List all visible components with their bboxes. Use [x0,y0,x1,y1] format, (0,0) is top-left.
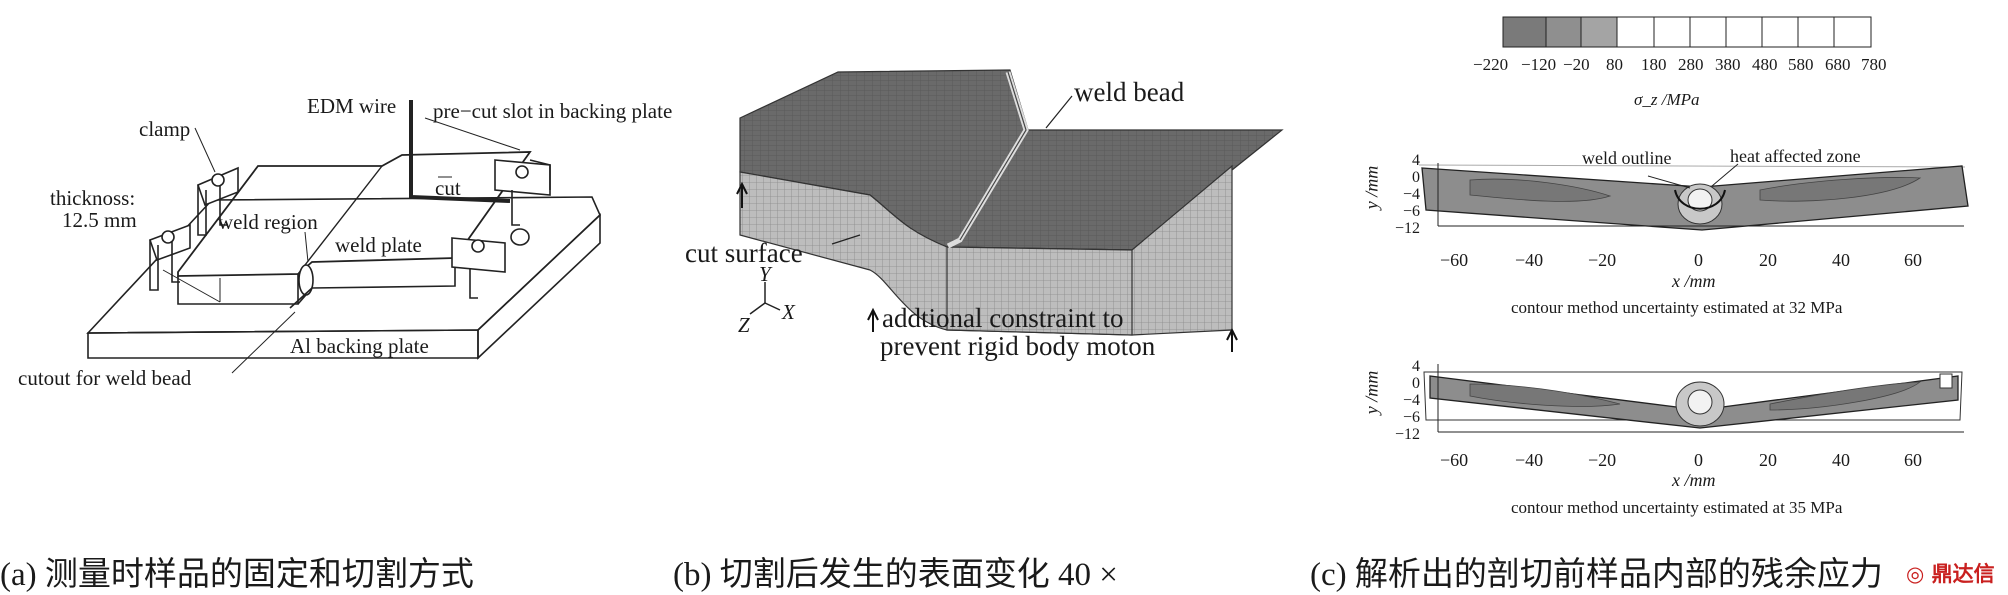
plot1-note: contour method uncertainty estimated at … [1511,298,1843,317]
colorbar-tick: 280 [1678,55,1704,74]
colorbar-tick: 180 [1641,55,1667,74]
plot2-xlabel: x /mm [1672,470,1716,490]
plot2-ytick: −6 [1402,409,1420,426]
thickness-label-line1: thicknoss: [50,186,136,210]
weld-bead-line [297,165,383,275]
constraint-arrow-left [736,181,748,208]
cut-surface-label: cut surface [685,238,803,268]
plot1-ytick: 0 [1412,169,1420,186]
clamp-left-bottom [148,223,191,291]
plot1-ylabel: y /mm [1361,165,1382,210]
panel-a-sketch [86,100,601,374]
weld-plate-label: weld plate [335,233,422,257]
weld-plate [177,151,532,277]
constraint-arrow-mid [867,307,879,332]
caption-a: (a) 测量时样品的固定和切割方式 [0,557,474,593]
panel-b-mesh [736,69,1284,352]
plot1-xtick: −40 [1515,250,1544,270]
colorbar-tick: −220 [1473,55,1509,74]
plot1-xtick: −60 [1440,250,1469,270]
plot2-note: contour method uncertainty estimated at … [1511,498,1843,517]
colorbar-tick: −120 [1521,55,1557,74]
caption-c: (c) 解析出的剖切前样品内部的残余应力 [1310,557,1883,593]
colorbar-label: σ_z /MPa [1634,90,1700,109]
plot2-xtick: −40 [1515,450,1544,470]
colorbar-tick: 580 [1788,55,1814,74]
plot1-xtick: 60 [1904,250,1922,270]
plot2-xtick: −60 [1440,450,1469,470]
pre-cut-slot-label: pre−cut slot in backing plate [433,99,673,123]
clamp-right-bottom [451,228,530,299]
weld-outline-label: weld outline [1582,148,1672,168]
colorbar-tick: 780 [1861,55,1887,74]
axis-y-label: Y [759,262,771,286]
weld-bead-label: weld bead [1074,77,1185,107]
cut-label: cut [435,176,461,200]
panel-c-colorbar [1502,16,1872,48]
plot2-xtick: 60 [1904,450,1922,470]
plot2-ytick: 4 [1412,358,1420,375]
plot1-xtick: 0 [1694,250,1703,270]
haz-label: heat affected zone [1730,146,1861,166]
plot2-ytick: −4 [1402,392,1420,409]
colorbar-tick: −20 [1563,55,1590,74]
plot2-ytick: 0 [1412,375,1420,392]
plot1-xtick: 20 [1759,250,1777,270]
plot1-ytick: −12 [1394,220,1420,237]
caption-b: (b) 切割后发生的表面变化 40 × [673,557,1118,593]
colorbar-tick: 680 [1825,55,1851,74]
plot1-ytick: −6 [1402,203,1420,220]
cutout-label: cutout for weld bead [18,366,192,390]
axis-z-label: Z [738,313,750,337]
plot1-xtick: 40 [1832,250,1850,270]
contour-plot-2 [1423,364,1964,433]
backing-plate-top [86,196,601,334]
plot2-xtick: 20 [1759,450,1777,470]
clamp-left-top [196,166,239,236]
constraint-arrow-right [1226,327,1238,352]
coord-axis-z [749,302,766,315]
watermark-logo: ◎ 鼎达信 [1906,562,1995,586]
colorbar-tick: 380 [1715,55,1741,74]
edm-wire [409,100,511,203]
stress-field-2 [1423,371,1963,421]
plot2-ytick: −12 [1394,426,1420,443]
plot2-xtick: −20 [1588,450,1617,470]
plot2-xtick: 0 [1694,450,1703,470]
constraint-label-line1: addtional constraint to [882,303,1124,333]
plot1-ytick: −4 [1402,186,1420,203]
constraint-label-line2: prevent rigid body moton [880,331,1156,361]
clamp-label: clamp [139,117,191,141]
backing-plate-label: Al backing plate [290,334,429,358]
plot1-xlabel: x /mm [1672,271,1716,291]
colorbar-tick: 80 [1606,55,1623,74]
axis-x-label: X [782,300,795,324]
backing-plate-side [477,213,601,360]
coord-axis-x [764,302,781,311]
clamp-right-top [494,159,551,226]
thickness-label-line2: 12.5 mm [62,208,137,232]
edm-wire-label: EDM wire [307,94,397,118]
plot2-ylabel: y /mm [1361,370,1382,415]
weld-region-label: weld region [218,210,318,234]
mesh-front-face [946,246,1133,336]
contour-plot-1 [1418,163,1969,231]
plot1-ytick: 4 [1412,152,1420,169]
colorbar-tick: 480 [1752,55,1778,74]
plot2-xtick: 40 [1832,450,1850,470]
plot1-xtick: −20 [1588,250,1617,270]
